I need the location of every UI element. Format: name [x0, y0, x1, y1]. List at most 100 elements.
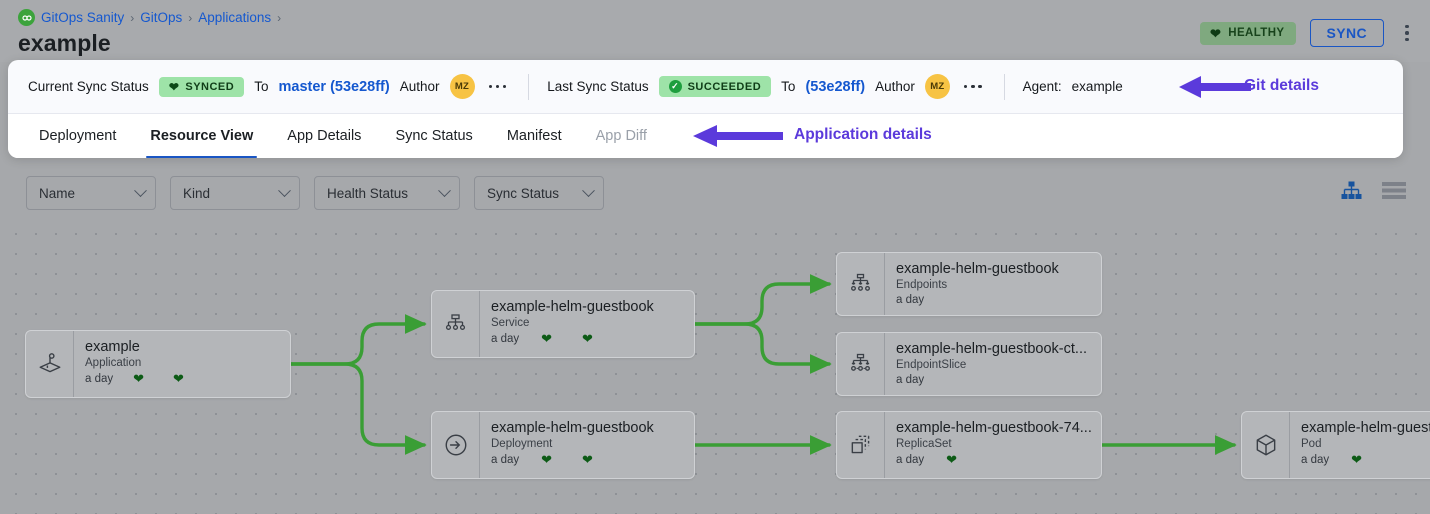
chevron-down-icon	[582, 183, 595, 197]
agent-label: Agent:	[1022, 79, 1062, 94]
graph-node-age: a day	[896, 374, 925, 386]
filter-health-status-select[interactable]: Health Status	[314, 176, 460, 210]
graph-node-footer: a day	[896, 294, 1059, 306]
graph-node-kind: Application	[85, 357, 142, 369]
status-badge-healthy: ❤ HEALTHY	[1199, 21, 1296, 45]
service-icon	[432, 291, 480, 357]
heart-icon: ❤	[1209, 25, 1222, 41]
graph-node-age: a day	[896, 294, 925, 306]
divider	[528, 73, 530, 100]
tab-deployment[interactable]: Deployment	[39, 128, 117, 144]
graph-node-deployment[interactable]: example-helm-guestbook Deployment a day …	[431, 411, 695, 479]
pod-icon	[1242, 412, 1290, 478]
graph-node-age: a day	[491, 332, 520, 345]
filter-health-status-label: Health Status	[327, 185, 409, 201]
graph-node-kind: Pod	[1301, 438, 1322, 450]
graph-node-pod[interactable]: example-helm-guest Pod a day ❤	[1241, 411, 1430, 479]
graph-node-kind: Endpoints	[896, 279, 948, 291]
sync-status-bar: Current Sync Status ❤ SYNCED To master (…	[8, 60, 1403, 114]
breadcrumb-item-gitops[interactable]: GitOps	[140, 10, 183, 25]
graph-node-name: example	[85, 339, 140, 355]
current-sync-author-label: Author	[399, 79, 440, 94]
tree-view-icon[interactable]	[1341, 181, 1362, 205]
graph-node-age: a day	[896, 453, 925, 466]
filter-name-label: Name	[39, 185, 76, 201]
tab-app-details[interactable]: App Details	[287, 128, 362, 144]
resource-graph-canvas[interactable]: example Application a day ❤ ❤	[0, 220, 1430, 514]
graph-node-health-icons: ❤	[924, 453, 957, 466]
graph-node-replicaset[interactable]: example-helm-guestbook-74... ReplicaSet …	[836, 411, 1102, 479]
chevron-down-icon	[438, 183, 451, 197]
graph-node-kind: ReplicaSet	[896, 438, 952, 450]
ellipsis-icon[interactable]	[960, 84, 986, 89]
header-actions: ❤ HEALTHY SYNC	[1199, 19, 1416, 47]
ellipsis-icon[interactable]	[485, 84, 511, 89]
last-sync-status-group: Last Sync Status ✓ SUCCEEDED To (53e28ff…	[537, 74, 995, 99]
graph-node-footer: a day ❤ ❤	[491, 453, 654, 466]
breadcrumb-separator: ›	[188, 10, 193, 25]
graph-node-body: example-helm-guestbook Deployment a day …	[480, 412, 664, 478]
resource-filter-toolbar: Name Kind Health Status Sync Status	[0, 168, 1430, 220]
last-sync-revision-link[interactable]: (53e28ff)	[805, 78, 866, 95]
tab-app-diff[interactable]: App Diff	[595, 128, 647, 144]
current-sync-revision-link[interactable]: master (53e28ff)	[278, 78, 390, 95]
divider	[1003, 73, 1005, 100]
graph-node-body: example-helm-guestbook-74... ReplicaSet …	[885, 412, 1101, 478]
graph-node-name: example-helm-guestbook-ct...	[896, 341, 1087, 357]
git-details-annotation-label: Git details	[1244, 77, 1319, 94]
application-tabs: Deployment Resource View App Details Syn…	[8, 114, 1403, 158]
breadcrumb-separator: ›	[277, 10, 282, 25]
graph-node-name: example-helm-guestbook	[491, 299, 654, 315]
graph-node-body: example Application a day ❤ ❤	[74, 331, 194, 397]
replicaset-icon	[837, 412, 885, 478]
gitops-logo-icon	[18, 9, 35, 26]
chevron-down-icon	[134, 183, 147, 197]
graph-node-name: example-helm-guestbook	[491, 420, 654, 436]
git-details-annotation-arrow	[1179, 76, 1251, 98]
filter-kind-label: Kind	[183, 185, 211, 201]
last-sync-status-pill-label: SUCCEEDED	[687, 80, 762, 93]
breadcrumb-item-gitops-sanity[interactable]: GitOps Sanity	[41, 10, 125, 25]
kebab-menu-icon[interactable]	[1398, 21, 1416, 45]
highlighted-details-panel: Current Sync Status ❤ SYNCED To master (…	[8, 60, 1403, 158]
graph-node-service[interactable]: example-helm-guestbook Service a day ❤ ❤	[431, 290, 695, 358]
last-sync-to-label: To	[781, 79, 796, 94]
check-circle-icon: ✓	[668, 80, 682, 93]
breadcrumb-item-applications[interactable]: Applications	[198, 10, 272, 25]
filter-kind-select[interactable]: Kind	[170, 176, 300, 210]
tab-manifest[interactable]: Manifest	[506, 128, 562, 144]
tab-resource-view[interactable]: Resource View	[133, 114, 270, 158]
avatar: MZ	[449, 74, 475, 99]
heart-icon: ❤	[173, 371, 184, 386]
graph-node-age: a day	[1301, 453, 1330, 466]
graph-node-health-icons: ❤ ❤	[519, 332, 593, 345]
graph-node-kind: EndpointSlice	[896, 359, 967, 371]
filter-sync-status-select[interactable]: Sync Status	[474, 176, 604, 210]
filter-name-select[interactable]: Name	[26, 176, 156, 210]
graph-node-age: a day	[491, 453, 520, 466]
graph-node-body: example-helm-guestbook-ct... EndpointSli…	[885, 333, 1097, 395]
graph-node-kind: Service	[491, 317, 530, 329]
sync-button[interactable]: SYNC	[1309, 19, 1384, 47]
graph-node-application[interactable]: example Application a day ❤ ❤	[25, 330, 291, 398]
last-sync-status-label: Last Sync Status	[547, 79, 649, 94]
graph-node-endpointslice[interactable]: example-helm-guestbook-ct... EndpointSli…	[836, 332, 1102, 396]
current-sync-to-label: To	[254, 79, 269, 94]
current-sync-status-pill: ❤ SYNCED	[158, 76, 245, 97]
graph-node-health-icons: ❤ ❤	[113, 372, 184, 385]
list-view-icon[interactable]	[1382, 181, 1406, 205]
heart-icon: ❤	[133, 371, 145, 386]
graph-node-age: a day	[85, 372, 114, 385]
heart-icon: ❤	[541, 331, 553, 346]
graph-node-body: example-helm-guest Pod a day ❤	[1290, 412, 1430, 478]
breadcrumb: GitOps Sanity › GitOps › Applications ›	[18, 9, 281, 26]
deployment-icon	[432, 412, 480, 478]
tab-sync-status[interactable]: Sync Status	[395, 128, 473, 144]
graph-node-name: example-helm-guest	[1301, 420, 1430, 436]
application-details-annotation-label: Application details	[794, 126, 932, 143]
chevron-down-icon	[278, 183, 291, 197]
view-toggle-group	[1341, 181, 1406, 205]
graph-node-endpoints[interactable]: example-helm-guestbook Endpoints a day	[836, 252, 1102, 316]
status-badge-label: HEALTHY	[1228, 27, 1285, 39]
graph-node-health-icons: ❤ ❤	[519, 453, 593, 466]
